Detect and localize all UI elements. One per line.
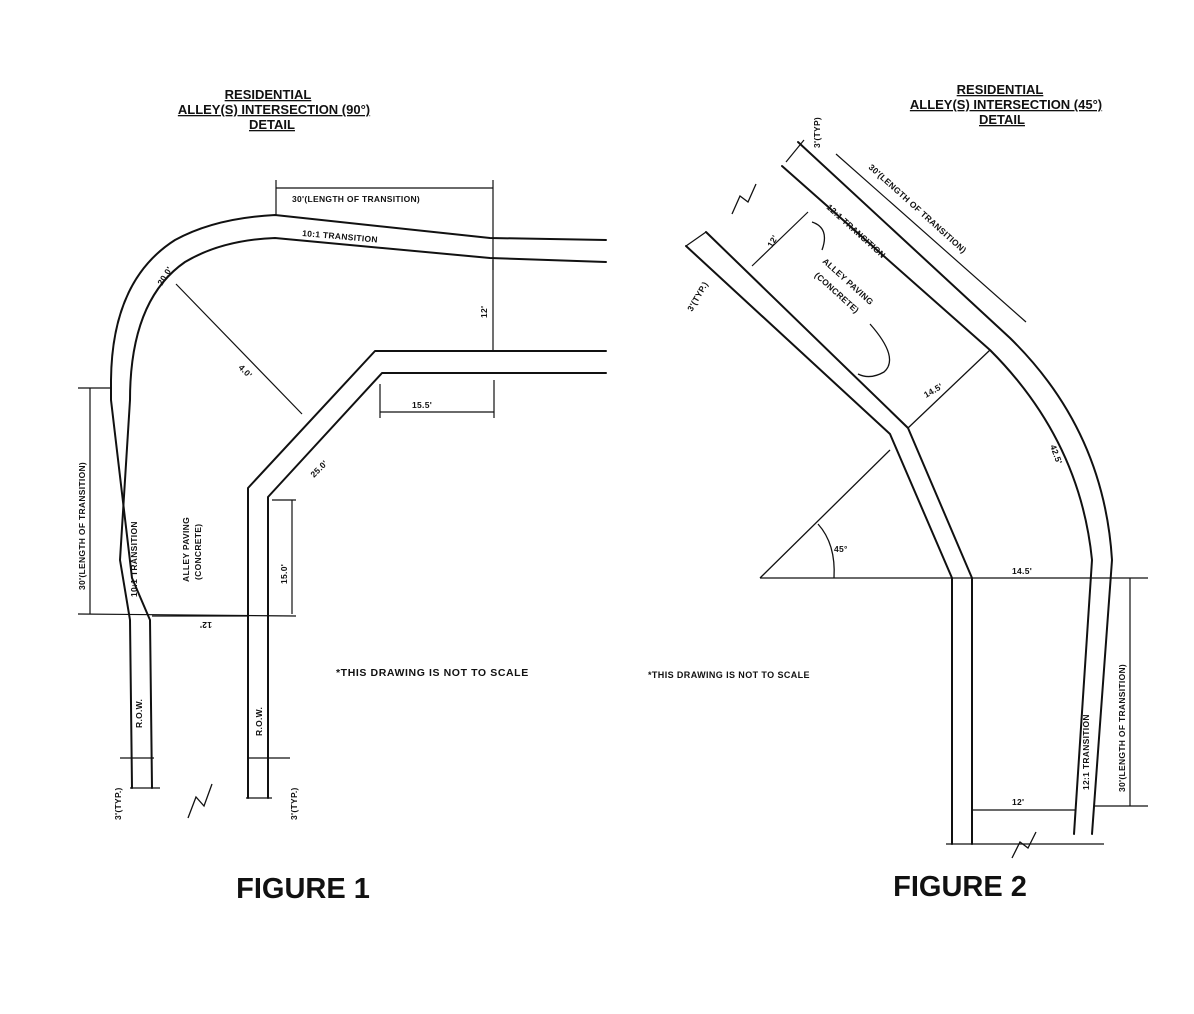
fig2-not-to-scale: *THIS DRAWING IS NOT TO SCALE	[648, 670, 810, 680]
fig2-transition-right: 12:1 TRANSITION	[1081, 714, 1091, 790]
fig2-title-line1: RESIDENTIAL	[957, 82, 1044, 97]
fig1-typ-right: 3'(TYP.)	[289, 787, 299, 820]
fig1-dim-4-leader	[175, 283, 303, 415]
fig1-alley-paving-2: (CONCRETE)	[193, 524, 203, 580]
fig1-row-right: R.O.W.	[254, 707, 264, 736]
fig2-angle-arc	[817, 523, 835, 579]
fig2-typ-top: 3'(TYP)	[812, 117, 822, 148]
fig2-transition-top: 12:1 TRANSITION	[825, 202, 888, 260]
fig1-length-transition-left: 30'(LENGTH OF TRANSITION)	[77, 462, 87, 590]
fig2-typ-left: 3'(TYP.)	[685, 280, 710, 313]
fig1-width-12-bottom: 12'	[200, 620, 212, 630]
fig1-alley-paving-1: ALLEY PAVING	[181, 517, 191, 582]
fig1-row-left: R.O.W.	[134, 699, 144, 728]
fig2-angle: 45°	[834, 544, 848, 554]
fig1-title-line2: ALLEY(S) INTERSECTION (90°)	[178, 102, 370, 117]
fig2-dim-typ-top	[785, 139, 805, 163]
fig2-dim-12-top	[751, 211, 809, 267]
fig2-length-transition-right: 30'(LENGTH OF TRANSITION)	[1117, 664, 1127, 792]
fig1-transition-left: 10:1 TRANSITION	[129, 521, 139, 597]
fig2-right-inner-line	[781, 165, 1093, 835]
fig1-right-row-edge	[267, 372, 607, 799]
fig1-baseline	[77, 613, 297, 617]
fig1-diag-25: 25.0'	[308, 458, 329, 479]
fig1-label: FIGURE 1	[236, 873, 370, 905]
fig1-title-line3: DETAIL	[249, 117, 295, 132]
fig1-width-12-right: 12'	[479, 306, 489, 318]
fig1-radius-20: 20.0'	[155, 265, 174, 287]
fig1-inner-paving-line	[119, 237, 607, 789]
figure-2: RESIDENTIAL ALLEY(S) INTERSECTION (45°) …	[648, 82, 1148, 903]
fig1-length-15-0: 15.0'	[279, 564, 289, 584]
fig2-length-transition-top: 30'(LENGTH OF TRANSITION)	[867, 162, 969, 255]
fig2-dim-top-length	[835, 153, 1027, 323]
fig2-dim-typ-left	[685, 231, 707, 247]
fig1-not-to-scale: *THIS DRAWING IS NOT TO SCALE	[336, 667, 529, 679]
fig2-left-outer-line	[685, 245, 953, 845]
fig2-break-line-bottom	[1011, 831, 1037, 859]
fig1-break-line	[187, 783, 213, 819]
fig2-title-line3: DETAIL	[979, 112, 1025, 127]
fig1-typ-left: 3'(TYP.)	[113, 787, 123, 820]
fig2-label: FIGURE 2	[893, 871, 1027, 903]
fig2-width-12-top: 12'	[765, 233, 780, 249]
fig2-length-14-5-bottom: 14.5'	[1012, 566, 1032, 576]
fig2-paving-leader	[811, 221, 891, 378]
fig2-radius-42: 42.5'	[1048, 443, 1064, 465]
fig1-length-15-5: 15.5'	[412, 400, 432, 410]
fig2-dim-14-5-top	[907, 349, 991, 429]
figure-1: RESIDENTIAL ALLEY(S) INTERSECTION (90°) …	[77, 87, 607, 905]
fig1-title-line1: RESIDENTIAL	[225, 87, 312, 102]
fig2-left-inner-line	[705, 231, 973, 845]
fig1-outer-row-line	[110, 214, 607, 789]
fig1-right-paving-edge	[247, 350, 607, 799]
fig1-radius-4: 4.0'	[237, 362, 255, 380]
fig2-break-line-top	[731, 183, 757, 215]
fig1-length-transition-top: 30'(LENGTH OF TRANSITION)	[292, 194, 420, 204]
fig2-right-outer-line	[797, 141, 1113, 835]
fig2-angle-hypotenuse	[759, 449, 891, 579]
fig2-width-12-bottom: 12'	[1012, 797, 1024, 807]
fig2-title-line2: ALLEY(S) INTERSECTION (45°)	[910, 97, 1102, 112]
